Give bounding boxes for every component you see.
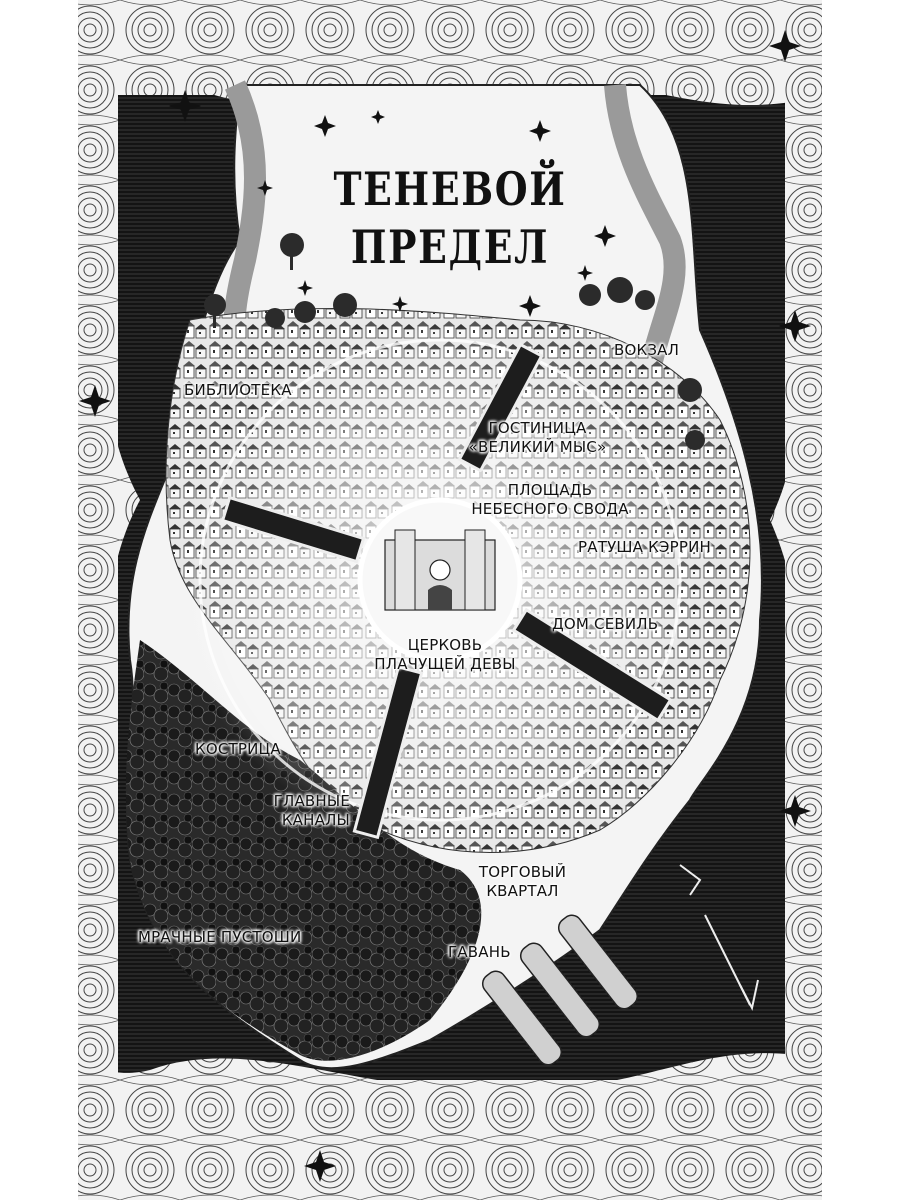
title-line-1: ТЕНЕВОЙ	[333, 162, 567, 216]
label-dom-sevil: ДОМ СЕВИЛЬ	[552, 615, 659, 633]
label-kostritsa: КОСТРИЦА	[195, 740, 281, 758]
church-drawing	[384, 529, 496, 611]
forest	[125, 640, 482, 1061]
top-band	[78, 0, 822, 106]
right-river	[604, 84, 686, 373]
bottom-band	[78, 1053, 822, 1200]
right-frame	[770, 60, 822, 1100]
canals	[220, 342, 673, 840]
label-gavan: ГАВАНЬ	[448, 943, 511, 961]
title-line-2: ПРЕДЕЛ	[350, 220, 550, 274]
label-mrachnye-pustoshi: МРАЧНЫЕ ПУСТОШИ	[138, 928, 302, 946]
frame-stars	[79, 30, 811, 1182]
label-torgovy-kvartal: ТОРГОВЫЙ КВАРТАЛ	[478, 863, 567, 900]
outer-ring	[198, 338, 682, 822]
label-glavnye-kanaly: ГЛАВНЫЕ КАНАЛЫ	[273, 792, 350, 829]
map-title: ТЕНЕВОЙ ПРЕДЕЛ	[327, 160, 573, 276]
label-vokzal: ВОКЗАЛ	[614, 341, 680, 359]
label-ploshchad: ПЛОЩАДЬ НЕБЕСНОГО СВОДА	[471, 481, 629, 518]
harbor-piers	[481, 914, 639, 1066]
compass-arrow	[679, 864, 759, 1011]
stars	[257, 110, 616, 317]
label-gostinitsa: ГОСТИНИЦА «ВЕЛИКИЙ МЫС»	[468, 419, 607, 456]
label-ratusha: РАТУША КЭРРИН	[578, 538, 711, 556]
label-biblioteka: БИБЛИОТЕКА	[184, 381, 292, 399]
trees	[204, 233, 705, 450]
label-tserkov: ЦЕРКОВЬ ПЛАЧУЩЕЙ ДЕВЫ	[374, 636, 516, 673]
left-frame	[78, 60, 140, 1100]
